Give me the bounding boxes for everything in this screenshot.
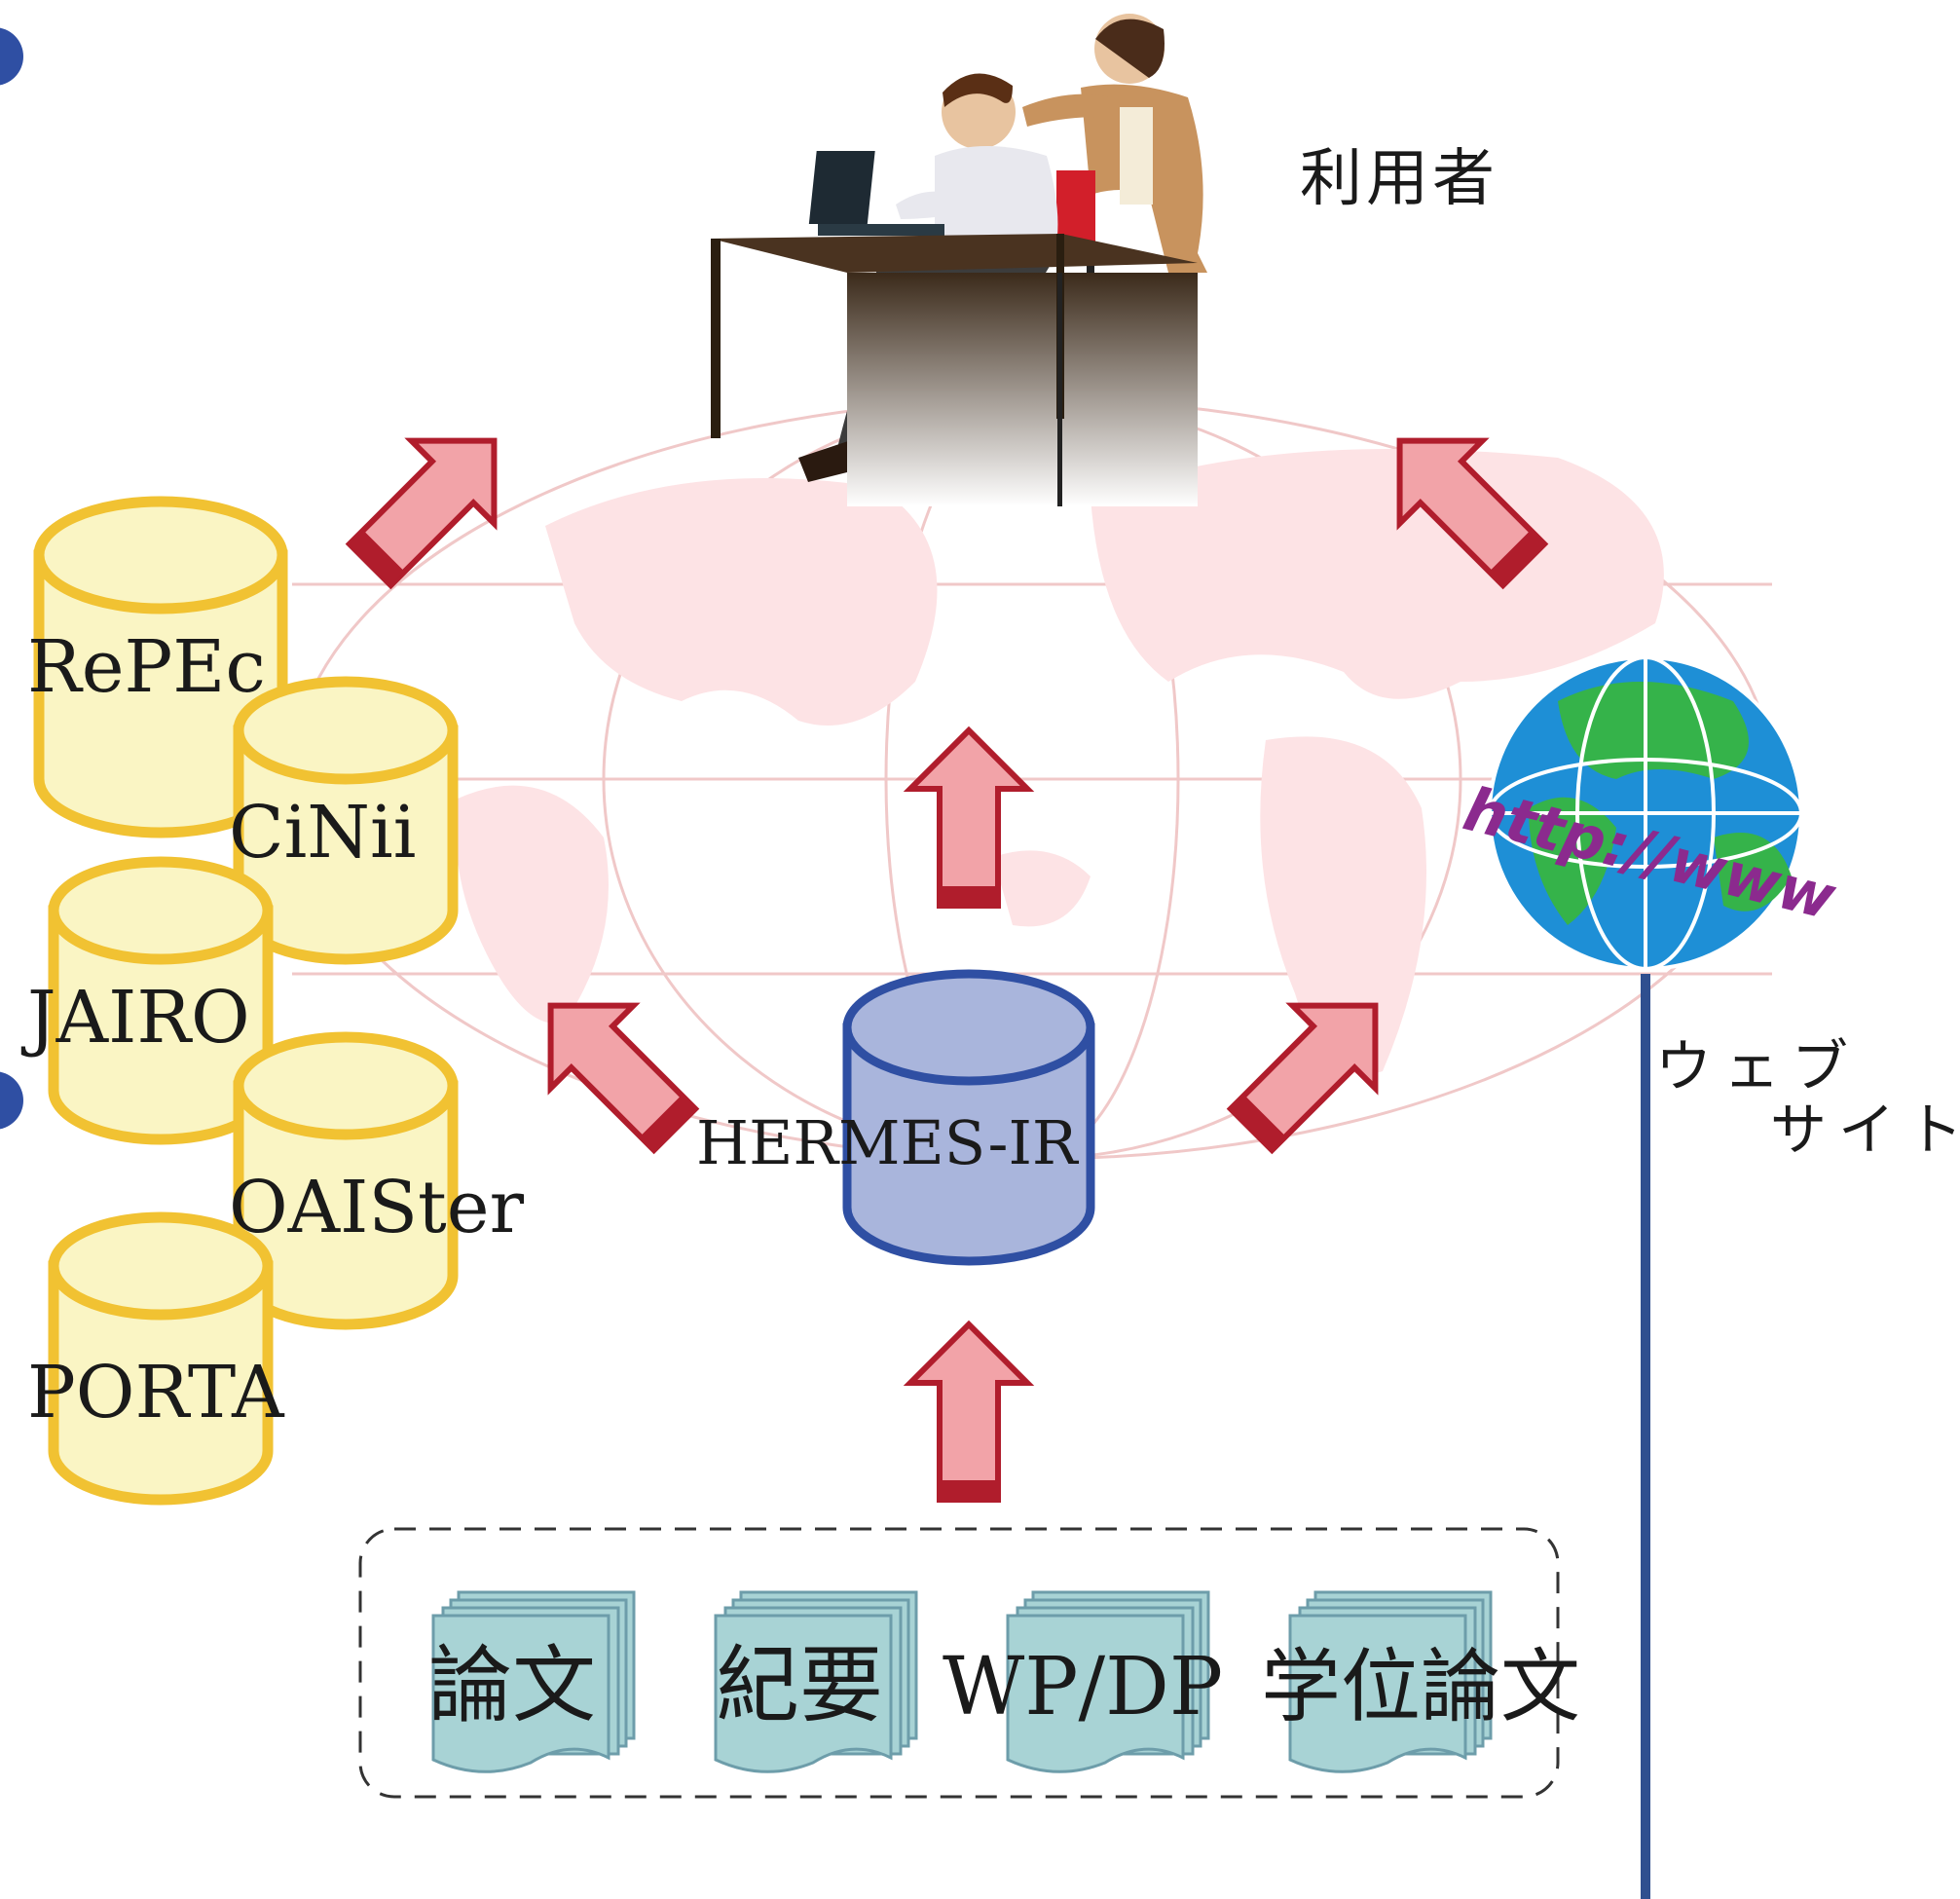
document-group-box [358,1527,1560,1799]
arrow-icon [910,1324,1027,1500]
document-label-papers: 論文 [428,1637,596,1734]
corner-marker [0,1071,23,1130]
database-cylinder-oaister [233,1031,459,1330]
database-label-jairo: JAIRO [20,976,250,1060]
hermes-ir-database [842,969,1095,1266]
arrow-icon [329,399,536,606]
database-cylinder-jairo [48,856,274,1145]
website-label-line2: サイト [1770,1097,1960,1163]
website-label-line1: ウェブ [1655,1033,1860,1099]
database-label-cinii: CiNii [229,791,416,875]
hermes-label: HERMES-IR [696,1107,1080,1178]
office-users-at-desk-icon [711,14,1207,506]
document-label-theses: 学位論文 [1261,1641,1580,1733]
database-label-oaister: OAISter [229,1166,525,1249]
database-label-porta: PORTA [27,1351,285,1434]
globe-icon [1488,655,1803,971]
database-cylinder-porta [48,1211,274,1506]
corner-marker [0,27,23,86]
user-label: 利用者 [1300,143,1498,215]
document-label-wpdp: WP/DP [943,1641,1223,1733]
document-label-bulletins: 紀要 [716,1637,883,1734]
database-label-repec: RePEc [27,625,266,709]
database-cylinder-repec [33,496,288,838]
